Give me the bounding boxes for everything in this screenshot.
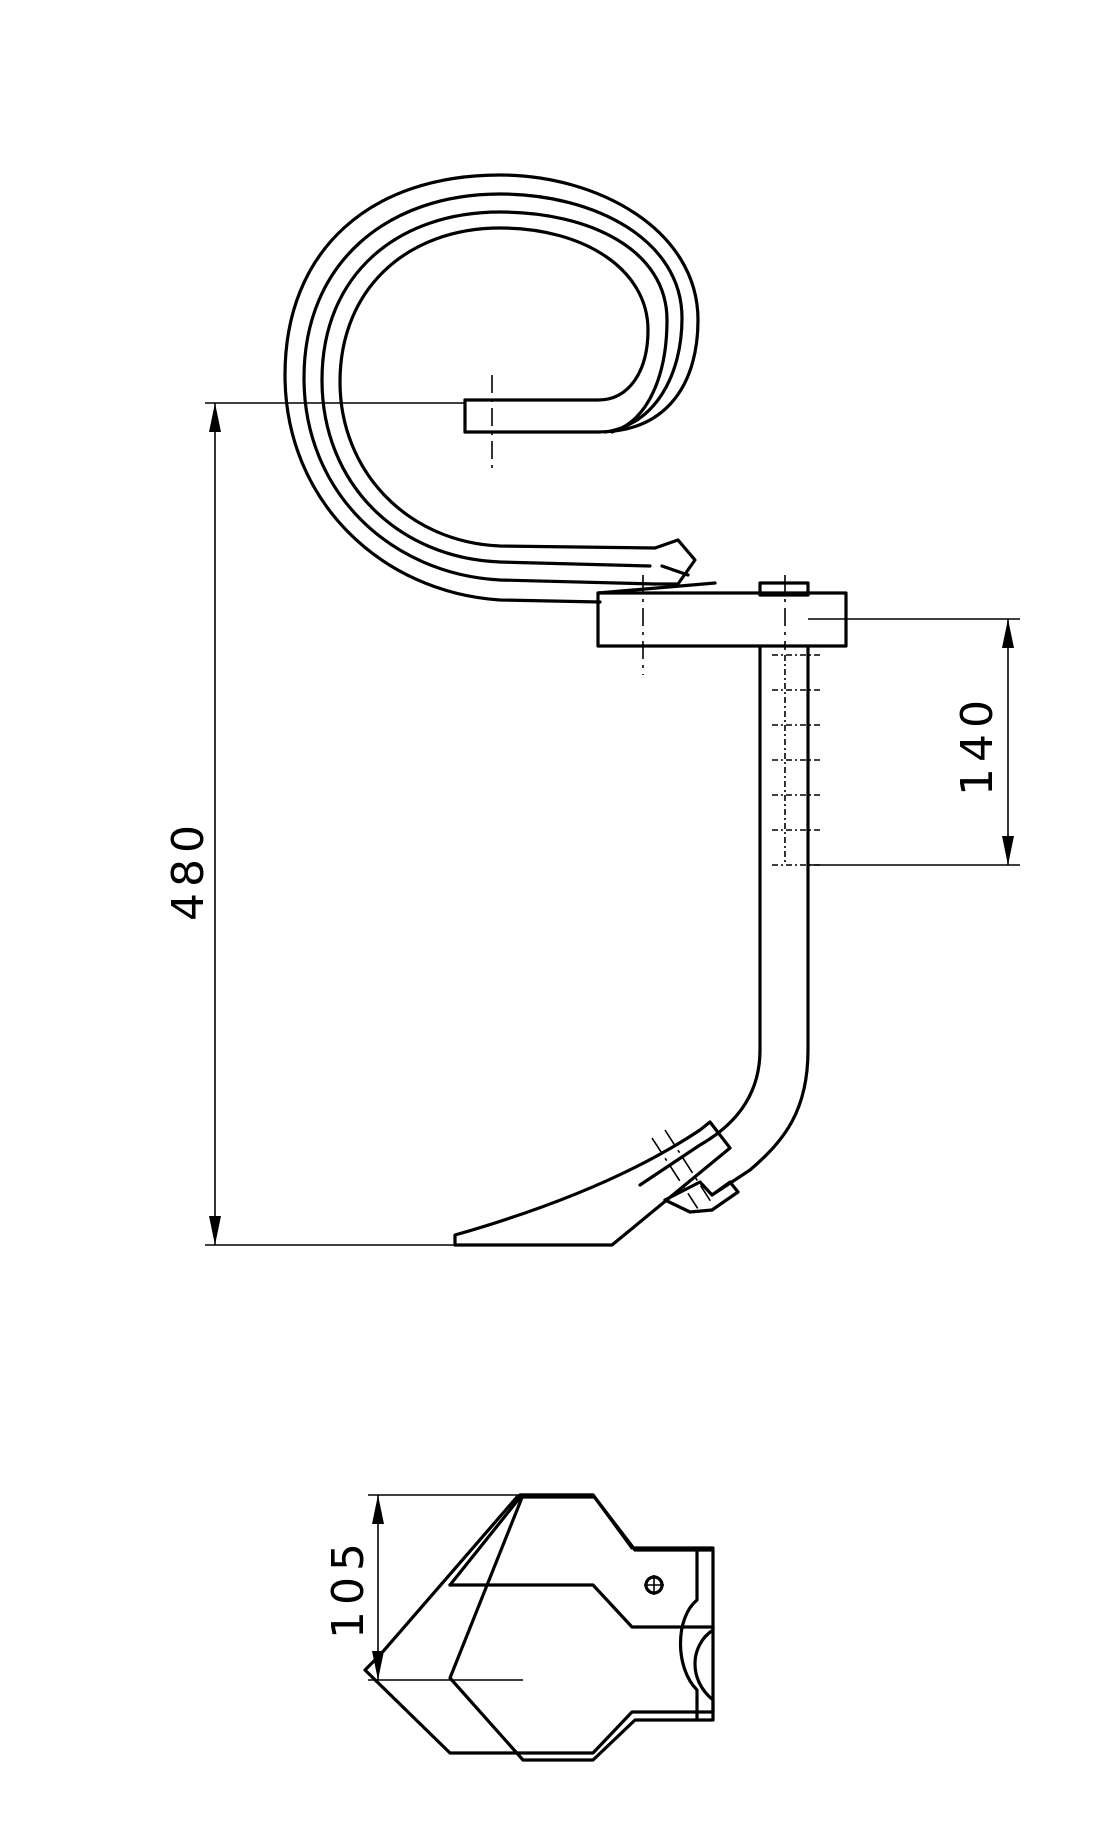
share-bolt-center-line [651, 1137, 701, 1213]
arrow-down-icon [372, 1651, 384, 1680]
arrow-up-icon [1002, 619, 1014, 648]
adjustment-holes [772, 654, 820, 866]
arrow-down-icon [1002, 836, 1014, 865]
arrow-up-icon [372, 1495, 384, 1524]
dimension-480: 480 [163, 402, 465, 1246]
share-side-view [453, 1120, 740, 1247]
tine-shank [638, 644, 810, 1197]
dimension-label-140: 140 [952, 694, 1003, 796]
clamp-block [596, 581, 848, 648]
share-bolt-center-line-2 [664, 1129, 714, 1206]
share-plan-view [363, 1493, 715, 1755]
dimension-140: 140 [808, 618, 1020, 866]
dimension-105: 105 [323, 1494, 523, 1681]
arrow-up-icon [209, 403, 221, 432]
dimension-label-480: 480 [163, 819, 214, 921]
spring-coil [283, 173, 700, 604]
share-plan-outline [448, 1493, 715, 1762]
dimension-label-105: 105 [323, 1537, 374, 1639]
arrow-down-icon [209, 1216, 221, 1245]
